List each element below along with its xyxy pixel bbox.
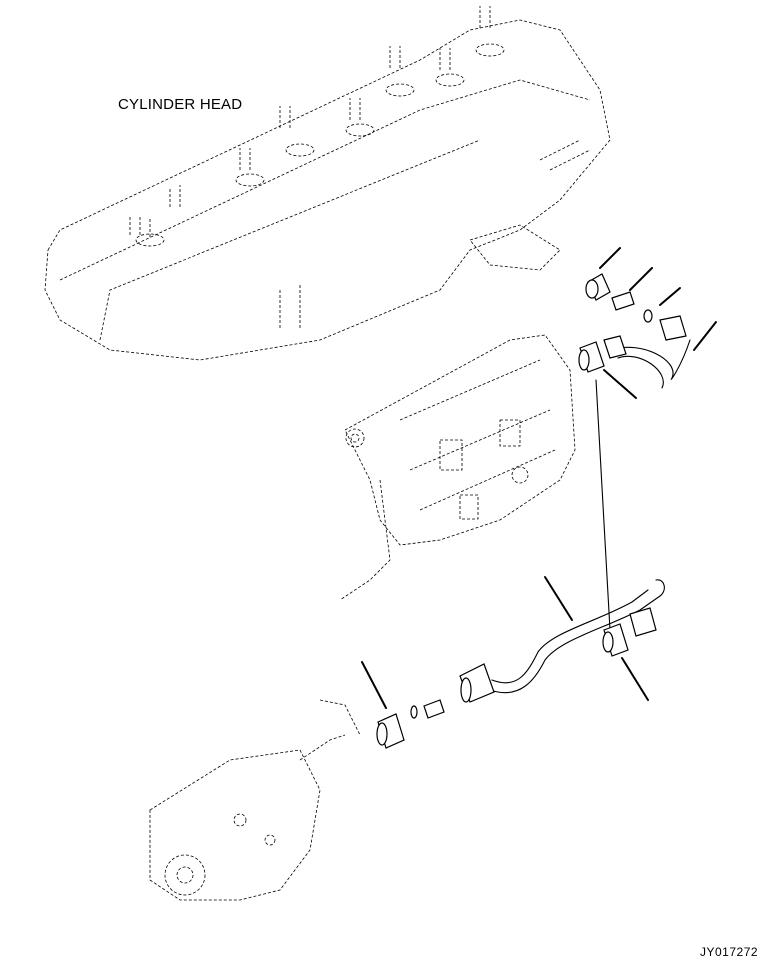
leader-lines [361, 247, 717, 709]
o-ring-lower [410, 705, 418, 719]
leader-8 [361, 661, 387, 709]
connector-upper [611, 291, 635, 311]
leader-5 [603, 369, 637, 399]
leader-2 [629, 267, 653, 291]
upper-bent-pipe [611, 339, 691, 389]
leader-4 [693, 321, 717, 351]
leader-3 [659, 287, 681, 306]
leader-7 [621, 657, 649, 701]
lower-pump-drawing [149, 699, 361, 901]
o-ring-upper [643, 309, 653, 323]
cylinder-head-label: CYLINDER HEAD [118, 96, 243, 113]
injection-pump-drawing [339, 334, 576, 601]
upper-fittings [578, 273, 691, 389]
long-pipe [489, 579, 665, 694]
leader-1 [599, 247, 621, 269]
figure-id: JY017272 [700, 945, 759, 959]
leader-6 [544, 576, 573, 621]
cylinder-head-drawing [44, 6, 611, 361]
lower-pipe-assembly [376, 579, 665, 749]
alignment-line [595, 379, 611, 631]
valve-springs [129, 6, 505, 247]
